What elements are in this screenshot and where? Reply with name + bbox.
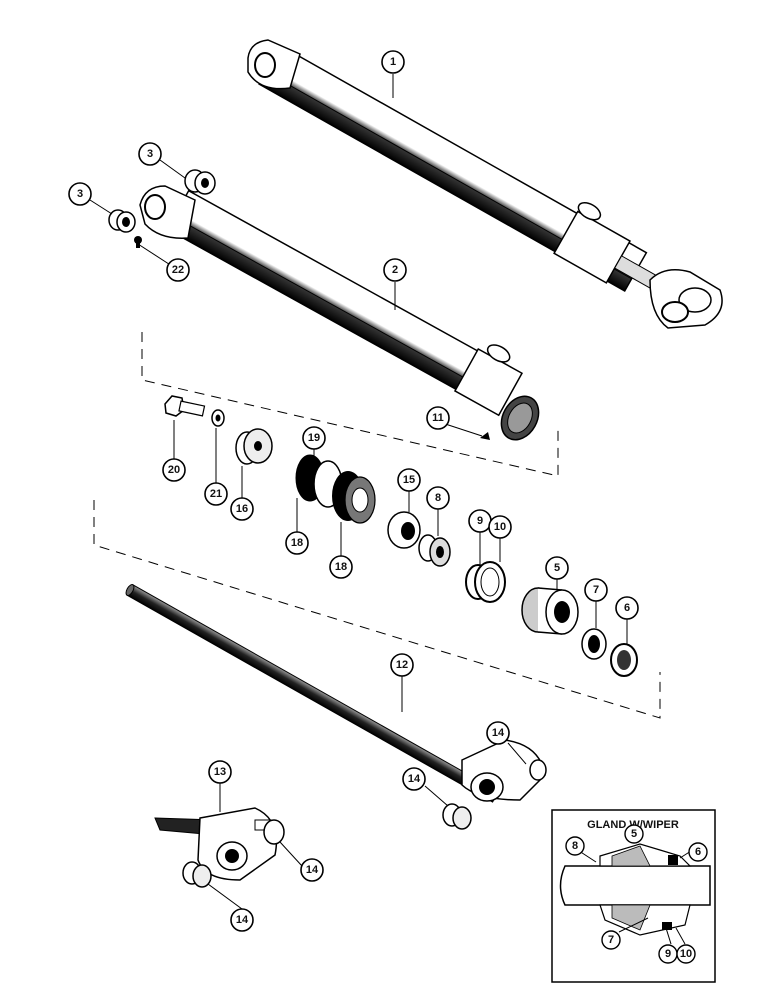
inset-callout-10: 10	[676, 944, 696, 964]
svg-text:10: 10	[494, 521, 506, 533]
callout-12: 12	[390, 653, 414, 677]
callout-14-d: 14	[230, 908, 254, 932]
callout-14-c: 14	[300, 858, 324, 882]
svg-text:1: 1	[390, 56, 396, 68]
piston-rod-12	[125, 584, 547, 803]
callout-18-left: 18	[285, 531, 309, 555]
svg-text:20: 20	[168, 464, 180, 476]
svg-text:14: 14	[236, 914, 249, 926]
callout-3-lower: 3	[68, 182, 92, 206]
piston-nut-16	[235, 428, 273, 465]
svg-text:9: 9	[477, 515, 483, 527]
svg-text:16: 16	[236, 503, 248, 515]
svg-text:11: 11	[432, 412, 444, 424]
callout-6: 6	[615, 596, 639, 620]
svg-text:6: 6	[695, 846, 701, 858]
rod-end-13	[154, 807, 285, 881]
wiper-6	[610, 643, 638, 677]
svg-text:13: 13	[214, 766, 226, 778]
svg-text:10: 10	[680, 948, 692, 960]
inset-callout-7: 7	[601, 930, 621, 950]
backup-ring-10	[474, 561, 506, 603]
svg-text:19: 19	[308, 432, 320, 444]
callout-2: 2	[383, 258, 407, 282]
svg-text:3: 3	[77, 188, 83, 200]
callout-1: 1	[381, 50, 405, 74]
callout-5: 5	[545, 556, 569, 580]
svg-text:5: 5	[554, 562, 560, 574]
bolt-20	[164, 395, 206, 417]
callout-20: 20	[162, 458, 186, 482]
piston-19	[295, 454, 376, 524]
bushing-14-a	[442, 803, 472, 830]
svg-text:5: 5	[631, 828, 637, 840]
callout-8: 8	[426, 486, 450, 510]
callout-7: 7	[584, 578, 608, 602]
callout-14-a: 14	[486, 721, 510, 745]
svg-text:8: 8	[435, 492, 441, 504]
svg-text:22: 22	[172, 264, 184, 276]
svg-text:14: 14	[408, 773, 421, 785]
callout-21: 21	[204, 482, 228, 506]
svg-text:8: 8	[572, 840, 578, 852]
svg-text:3: 3	[147, 148, 153, 160]
bushing-3-upper	[184, 169, 216, 195]
inset-callout-5: 5	[624, 824, 644, 844]
svg-text:21: 21	[210, 488, 222, 500]
svg-text:12: 12	[396, 659, 408, 671]
callout-13: 13	[208, 760, 232, 784]
inset-callout-9: 9	[658, 944, 678, 964]
grease-fitting-22	[134, 236, 142, 248]
svg-text:18: 18	[291, 537, 303, 549]
inset-callout-6: 6	[688, 842, 708, 862]
callout-19: 19	[302, 426, 326, 450]
leader-lines	[89, 74, 692, 945]
ring-15	[387, 511, 421, 549]
callout-14-b: 14	[402, 767, 426, 791]
gland-5	[521, 587, 579, 635]
bushing-14-c	[182, 861, 212, 888]
svg-text:14: 14	[492, 727, 505, 739]
callout-11: 11	[426, 406, 450, 430]
svg-text:18: 18	[335, 561, 347, 573]
inset-callout-8: 8	[565, 836, 585, 856]
svg-text:15: 15	[403, 474, 415, 486]
rod-group-outline	[93, 500, 661, 719]
cylinder-assembly-2	[139, 185, 540, 441]
svg-text:7: 7	[608, 934, 614, 946]
svg-text:2: 2	[392, 264, 398, 276]
callout-16: 16	[230, 497, 254, 521]
callout-18-right: 18	[329, 555, 353, 579]
svg-text:6: 6	[624, 602, 630, 614]
callout-22: 22	[166, 258, 190, 282]
grease-fitting-11	[480, 432, 490, 440]
bushing-3-lower	[108, 209, 136, 233]
callout-10: 10	[488, 515, 512, 539]
callout-9: 9	[468, 509, 492, 533]
bushing-8	[418, 534, 451, 567]
callout-3-upper: 3	[138, 142, 162, 166]
seal-7	[581, 628, 607, 660]
cylinder-assembly-1	[247, 39, 723, 329]
svg-text:7: 7	[593, 584, 599, 596]
piston-group-outline	[141, 332, 559, 477]
washer-21	[211, 409, 225, 427]
callout-15: 15	[397, 468, 421, 492]
svg-text:9: 9	[665, 948, 671, 960]
svg-text:14: 14	[306, 864, 319, 876]
